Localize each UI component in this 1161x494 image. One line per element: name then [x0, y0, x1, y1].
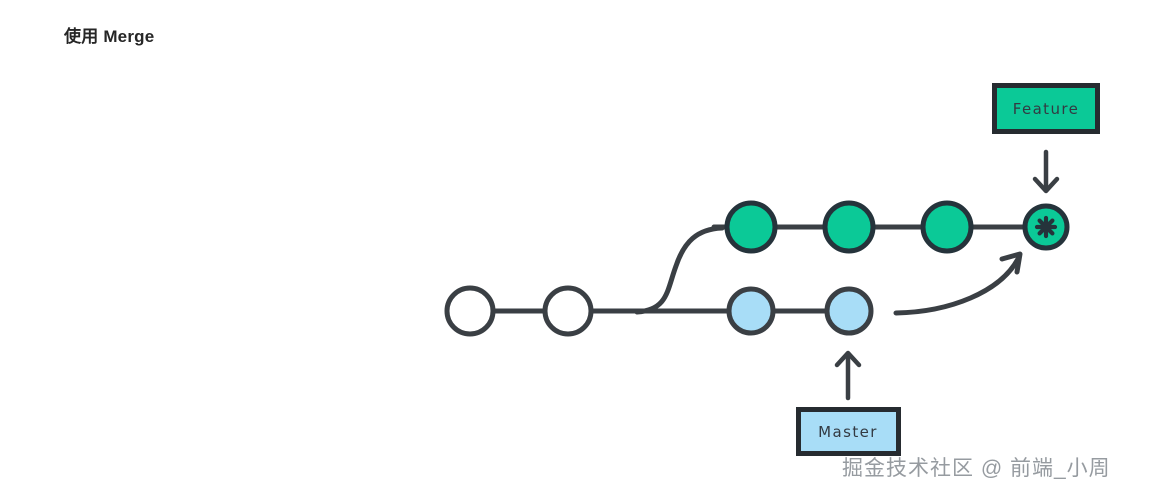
feature-label-arrow: [1032, 149, 1060, 194]
master-arrow-head: [834, 350, 862, 368]
asterisk-icon: [1034, 215, 1058, 239]
feature-arrow-head: [1032, 176, 1060, 194]
branch-lines: [490, 224, 1028, 315]
feature-label-text: Feature: [1013, 100, 1079, 118]
commit-node-base-2[interactable]: [542, 285, 594, 337]
branch-curve: [634, 225, 725, 315]
commit-nodes: [444, 200, 1070, 337]
master-label-box[interactable]: [796, 407, 901, 456]
commit-node-base-1[interactable]: [444, 285, 496, 337]
commit-node-feature-1[interactable]: [724, 200, 778, 254]
watermark: 掘金技术社区 @ 前端_小周: [842, 457, 1111, 480]
feature-label-box[interactable]: [992, 83, 1100, 134]
commit-node-feature-3[interactable]: [920, 200, 974, 254]
merge-arrow-head: [999, 251, 1023, 275]
page-title: 使用 Merge: [64, 27, 155, 46]
commit-node-master-1[interactable]: [726, 286, 776, 336]
master-label-group[interactable]: Master: [796, 407, 901, 456]
commit-node-feature-2[interactable]: [822, 200, 876, 254]
master-label-arrow: [834, 350, 862, 401]
merge-arrow: [893, 251, 1023, 316]
feature-label-group[interactable]: Feature: [992, 83, 1100, 134]
commit-node-master-2[interactable]: [824, 286, 874, 336]
merge-arrow-curve: [893, 256, 1021, 316]
master-label-text: Master: [818, 423, 878, 441]
